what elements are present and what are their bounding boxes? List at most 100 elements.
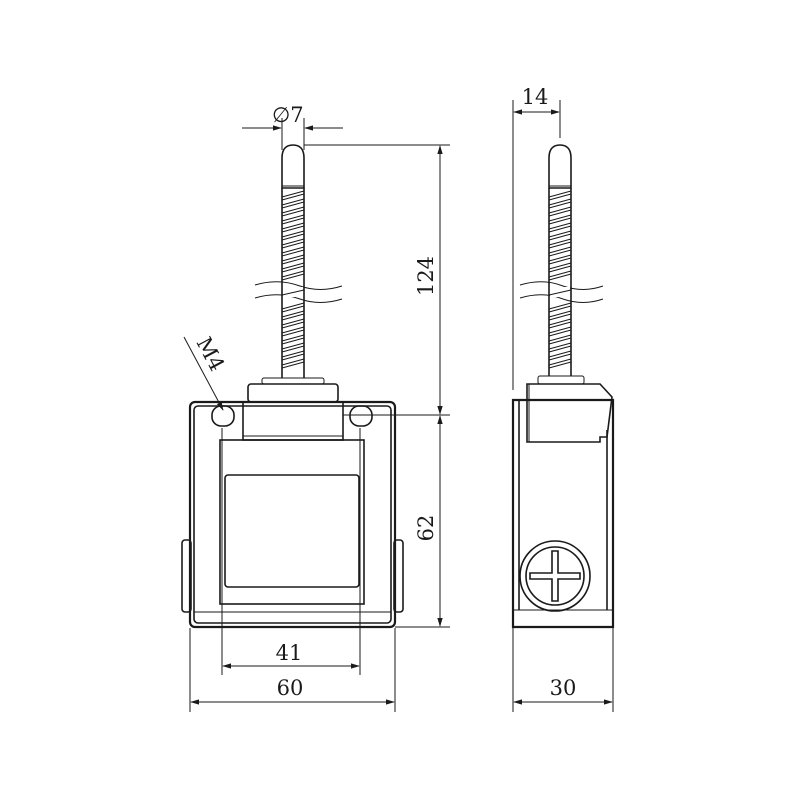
front-view: M4 ∅7 124 62 41 bbox=[181, 103, 450, 712]
spring-coil bbox=[281, 217, 305, 225]
body-height-label: 62 bbox=[414, 515, 438, 542]
spring-coil bbox=[548, 257, 572, 265]
rod-diameter-label: ∅7 bbox=[272, 103, 304, 127]
spring-coil bbox=[548, 334, 572, 342]
spring-coil bbox=[281, 345, 305, 353]
spring-coil bbox=[548, 206, 572, 214]
spring-coil bbox=[281, 326, 305, 334]
spring-coil bbox=[281, 201, 305, 209]
front-head-block bbox=[242, 377, 344, 441]
spring-coil bbox=[281, 246, 305, 254]
spring-coil bbox=[281, 257, 305, 265]
spring-coil bbox=[548, 238, 572, 246]
front-rod bbox=[254, 144, 343, 378]
spring-coil bbox=[548, 318, 572, 326]
spring-coil bbox=[548, 353, 572, 361]
spring-coil bbox=[281, 233, 305, 241]
spring-coil bbox=[281, 222, 305, 230]
rod-offset-label: 14 bbox=[522, 85, 549, 109]
spring-coil bbox=[548, 265, 572, 273]
spring-coil bbox=[281, 342, 305, 350]
dim-rod-diameter: ∅7 bbox=[242, 103, 343, 150]
spring-coil bbox=[548, 262, 572, 270]
spring-coil bbox=[281, 305, 305, 313]
spring-coil bbox=[548, 305, 572, 313]
spring-coil bbox=[281, 241, 305, 249]
spring-coil bbox=[548, 345, 572, 353]
rod-height-label: 124 bbox=[414, 256, 438, 296]
spring-coil bbox=[548, 358, 572, 366]
spring-coil bbox=[281, 206, 305, 214]
spring-coil bbox=[548, 225, 572, 233]
spring-coil bbox=[281, 230, 305, 238]
dim-hole-spacing: 41 bbox=[221, 428, 361, 675]
spring-coil bbox=[548, 361, 572, 369]
dim-body-depth: 30 bbox=[512, 628, 614, 712]
spring-coil bbox=[548, 233, 572, 241]
spring-coil bbox=[281, 329, 305, 337]
spring-coil bbox=[281, 270, 305, 278]
spring-coil bbox=[548, 198, 572, 206]
spring-coil bbox=[548, 249, 572, 257]
spring-coil bbox=[281, 225, 305, 233]
spring-coil bbox=[548, 217, 572, 225]
spring-coil bbox=[281, 310, 305, 318]
spring-coil bbox=[548, 350, 572, 358]
spring-coil bbox=[281, 302, 305, 310]
spring-coil bbox=[281, 214, 305, 222]
hole-spacing-label: 41 bbox=[276, 641, 303, 665]
spring-coil bbox=[548, 273, 572, 281]
spring-coil bbox=[281, 321, 305, 329]
front-spring bbox=[281, 190, 305, 369]
spring-coil bbox=[281, 265, 305, 273]
spring-coil bbox=[548, 214, 572, 222]
spring-coil bbox=[548, 302, 572, 310]
dim-body-width: 60 bbox=[189, 628, 396, 712]
spring-coil bbox=[548, 337, 572, 345]
spring-coil bbox=[548, 270, 572, 278]
mounting-holes bbox=[211, 405, 373, 427]
spring-coil bbox=[548, 190, 572, 198]
spring-coil bbox=[548, 246, 572, 254]
thread-label: M4 bbox=[192, 333, 230, 375]
spring-coil bbox=[281, 262, 305, 270]
spring-coil bbox=[281, 249, 305, 257]
spring-coil bbox=[548, 222, 572, 230]
spring-coil bbox=[281, 361, 305, 369]
spring-coil bbox=[281, 238, 305, 246]
spring-coil bbox=[548, 321, 572, 329]
spring-coil bbox=[548, 201, 572, 209]
spring-coil bbox=[548, 329, 572, 337]
spring-coil bbox=[281, 318, 305, 326]
thread-callout: M4 bbox=[183, 333, 230, 411]
spring-coil bbox=[281, 198, 305, 206]
spring-coil bbox=[548, 193, 572, 201]
spring-coil bbox=[281, 313, 305, 321]
spring-coil bbox=[548, 254, 572, 262]
body-width-label: 60 bbox=[277, 676, 304, 700]
side-spring bbox=[548, 190, 572, 369]
spring-coil bbox=[548, 310, 572, 318]
spring-coil bbox=[281, 193, 305, 201]
spring-coil bbox=[548, 313, 572, 321]
spring-coil bbox=[548, 209, 572, 217]
spring-coil bbox=[281, 273, 305, 281]
side-rod bbox=[519, 144, 604, 376]
dim-rod-offset: 14 bbox=[512, 85, 561, 390]
spring-coil bbox=[548, 326, 572, 334]
spring-coil bbox=[281, 254, 305, 262]
dim-rod-height: 124 bbox=[304, 144, 450, 416]
mounting-hole-right bbox=[349, 405, 373, 427]
spring-coil bbox=[281, 353, 305, 361]
side-body bbox=[511, 375, 615, 629]
spring-coil bbox=[281, 334, 305, 342]
side-view: 14 30 bbox=[511, 85, 615, 712]
spring-coil bbox=[281, 358, 305, 366]
spring-coil bbox=[281, 350, 305, 358]
spring-coil bbox=[548, 342, 572, 350]
dim-body-height: 62 bbox=[395, 415, 450, 628]
spring-coil bbox=[548, 230, 572, 238]
spring-coil bbox=[281, 190, 305, 198]
spring-coil bbox=[281, 337, 305, 345]
